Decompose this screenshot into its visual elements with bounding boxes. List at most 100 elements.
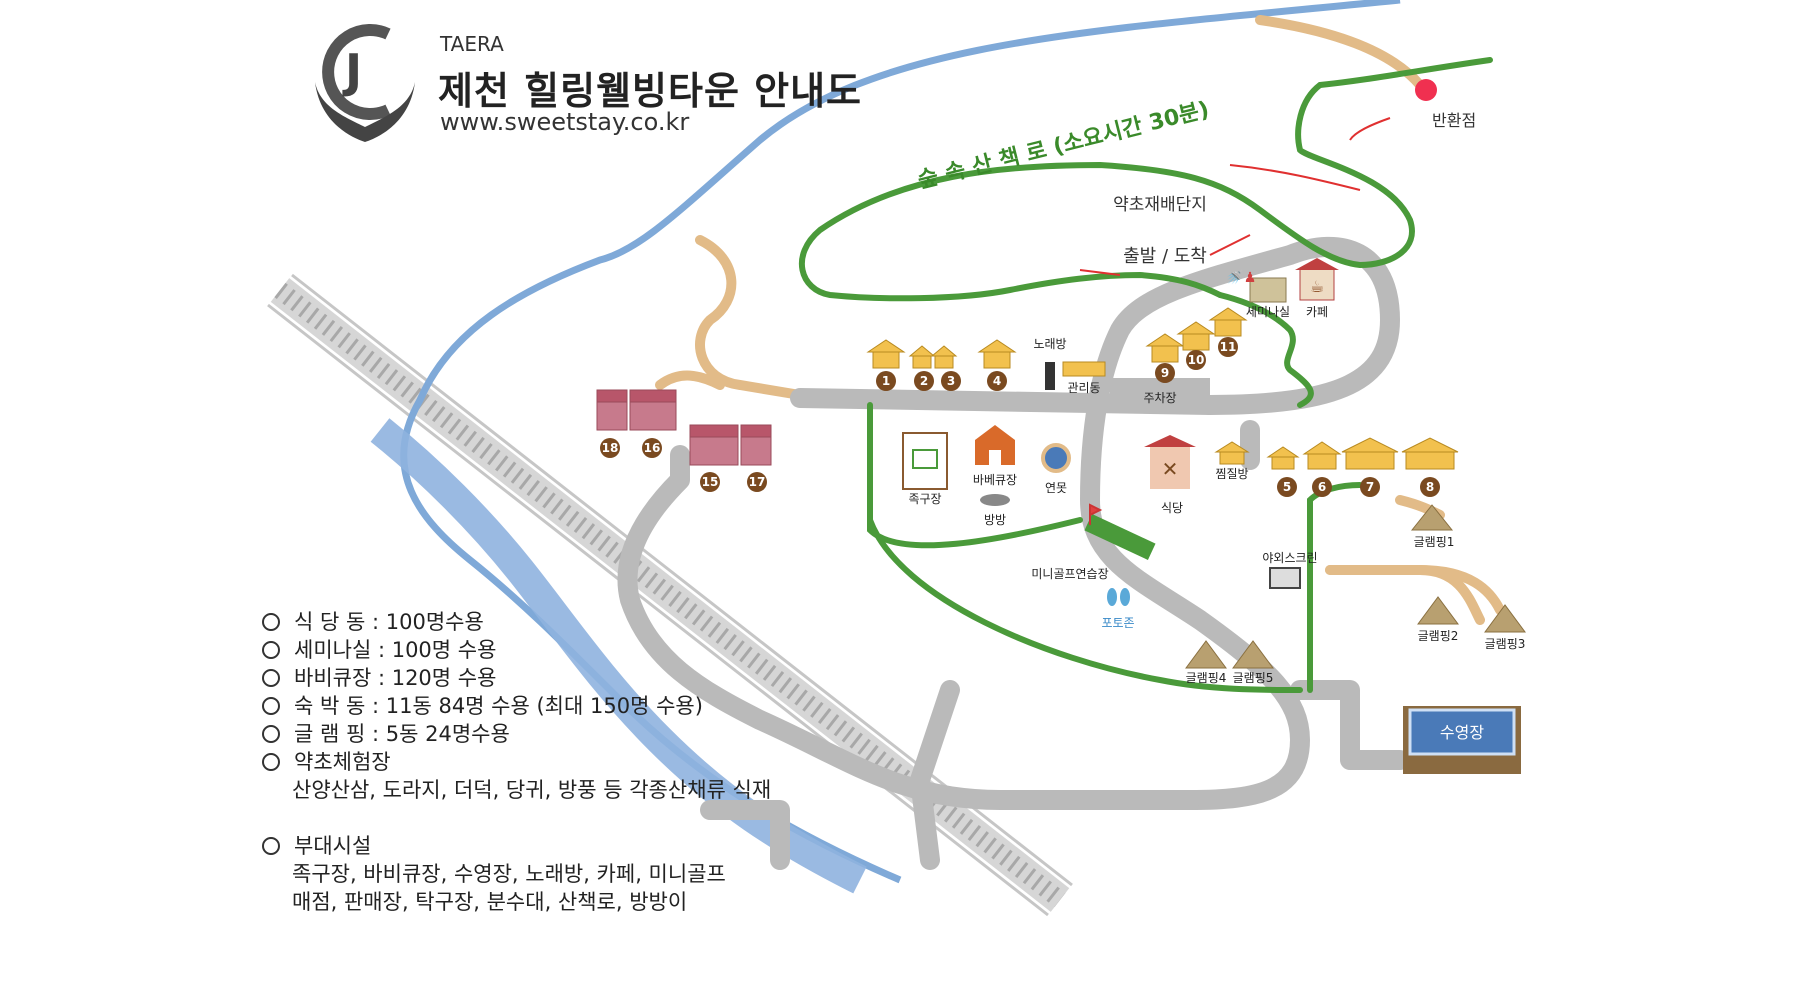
hands-icon	[315, 82, 415, 142]
photo-zone-label: 포토존	[1101, 616, 1134, 630]
restroom-icon: 🚿 ♟	[1226, 269, 1256, 286]
trail-label: 숲 속 산 책 로 (소요시간 30분)	[915, 97, 1211, 194]
swimming-pool[interactable]	[1408, 708, 1516, 756]
badge-3: 3	[947, 374, 955, 388]
badge-4: 4	[993, 374, 1001, 388]
office-building[interactable]	[1062, 361, 1106, 377]
info-line: 세미나실 : 100명 수용	[294, 638, 497, 662]
arrow-icon	[1209, 234, 1251, 256]
golf-flag-icon	[1089, 503, 1103, 525]
badge-10: 10	[1188, 353, 1205, 367]
court-net	[912, 449, 938, 469]
restaurant-building[interactable]	[1150, 445, 1190, 489]
bbq-building[interactable]	[975, 425, 1015, 465]
cj-hands-logo-icon	[322, 24, 391, 120]
herb-field-label: 약초재배단지	[1113, 195, 1207, 215]
bbq-label: 바베큐장	[973, 473, 1017, 487]
lodging-houses[interactable]	[866, 307, 1459, 470]
restaurant-roof	[1144, 435, 1196, 447]
logo-letter: J	[345, 44, 363, 98]
badge-9: 9	[1161, 366, 1169, 380]
facilities-line: 족구장, 바비큐장, 수영장, 노래방, 카페, 미니골프	[292, 862, 726, 886]
pool-label: 수영장	[1440, 723, 1484, 742]
parking-label: 주차장	[1143, 391, 1176, 405]
badge-18: 18	[602, 441, 619, 455]
number-badge-labels: 1 2 3 4 5 6 7 8 9 10 11 15 16 17 18	[602, 340, 1435, 494]
forest-trail[interactable]	[799, 57, 1493, 693]
info-line: 약초체험장	[294, 750, 391, 774]
seminar-label: 세미나실	[1246, 305, 1290, 319]
number-badges	[600, 337, 1440, 497]
river	[370, 0, 1401, 894]
foot-volleyball-label: 족구장	[908, 492, 941, 506]
roads	[617, 236, 1410, 870]
cafe-roof	[1295, 258, 1339, 270]
outdoor-screen-label: 야외스크린	[1262, 551, 1317, 565]
info-row: 바비큐장 : 120명 수용	[262, 664, 771, 692]
bullet-icon	[262, 753, 280, 771]
info-line: 바비큐장 : 120명 수용	[294, 666, 497, 690]
brick-buildings[interactable]	[596, 389, 772, 466]
glamping-tents[interactable]	[1185, 504, 1526, 669]
facilities-heading: 부대시설	[294, 834, 372, 858]
logo	[315, 24, 415, 142]
badge-8: 8	[1426, 480, 1434, 494]
pond-label: 연못	[1045, 481, 1067, 495]
dirt-paths	[655, 15, 1505, 625]
glamping-2-label: 글램핑2	[1418, 629, 1459, 643]
parking-lot[interactable]	[1110, 378, 1210, 408]
arrow-icon	[1229, 164, 1361, 191]
coffee-icon: ☕	[1310, 277, 1324, 296]
badge-6: 6	[1318, 480, 1326, 494]
info-row: 세미나실 : 100명 수용	[262, 636, 771, 664]
start-end-label: 출발 / 도착	[1123, 246, 1207, 267]
badge-1: 1	[882, 374, 890, 388]
logo-subtitle: TAERA	[440, 32, 504, 56]
info-line: 숙 박 동 : 11동 84명 수용 (최대 150명 수용)	[294, 694, 703, 718]
arrow-icon	[1349, 117, 1391, 141]
outdoor-screen[interactable]	[1269, 567, 1301, 589]
cutlery-icon: ✕	[1162, 457, 1179, 481]
info-row: 숙 박 동 : 11동 84명 수용 (최대 150명 수용)	[262, 692, 771, 720]
info-row: 부대시설	[262, 832, 771, 860]
badge-2: 2	[920, 374, 928, 388]
website-link[interactable]: www.sweetstay.co.kr	[440, 108, 690, 136]
svg-text:♟: ♟	[1244, 270, 1257, 286]
turnaround-label: 반환점	[1432, 111, 1476, 130]
cafe-building[interactable]	[1299, 267, 1335, 301]
karaoke-label: 노래방	[1033, 337, 1066, 351]
glamping-3-label: 글램핑3	[1485, 637, 1526, 651]
trampoline-icon[interactable]	[980, 494, 1010, 506]
foot-volleyball-court[interactable]	[902, 432, 948, 490]
facilities-line: 매점, 판매장, 탁구장, 분수대, 산책로, 방방이	[292, 890, 688, 914]
seminar-building[interactable]	[1249, 277, 1287, 303]
badge-15: 15	[702, 475, 719, 489]
mini-golf-green[interactable]	[1084, 514, 1156, 560]
pond-icon[interactable]	[1041, 443, 1071, 473]
turnaround-marker[interactable]	[1415, 79, 1437, 101]
bullet-icon	[262, 725, 280, 743]
cafe-label: 카페	[1306, 305, 1328, 319]
svg-text:🚿: 🚿	[1226, 269, 1243, 286]
badge-16: 16	[644, 441, 661, 455]
info-icon	[1045, 362, 1055, 390]
bullet-icon	[262, 613, 280, 631]
herb-detail: 산양산삼, 도라지, 더덕, 당귀, 방풍 등 각종산채류 식재	[292, 778, 772, 802]
restaurant-label: 식당	[1161, 501, 1183, 515]
mini-golf-label: 미니골프연습장	[1031, 567, 1108, 581]
facility-info-list: 식 당 동 : 100명수용 세미나실 : 100명 수용 바비큐장 : 120…	[262, 608, 771, 916]
bbq-door	[989, 450, 1001, 465]
info-row: 식 당 동 : 100명수용	[262, 608, 771, 636]
page-title: 제천 힐링웰빙타운 안내도	[438, 69, 863, 113]
info-row: 약초체험장	[262, 748, 771, 776]
info-line: 식 당 동 : 100명수용	[294, 610, 484, 634]
info-line: 글 램 핑 : 5동 24명수용	[294, 722, 510, 746]
badge-7: 7	[1366, 480, 1374, 494]
badge-17: 17	[749, 475, 766, 489]
glamping-1-label: 글램핑1	[1414, 535, 1455, 549]
glamping-5-label: 글램핑5	[1233, 671, 1274, 685]
glamping-4-label: 글램핑4	[1186, 671, 1227, 685]
badge-5: 5	[1283, 480, 1291, 494]
office-label: 관리동	[1067, 381, 1100, 395]
